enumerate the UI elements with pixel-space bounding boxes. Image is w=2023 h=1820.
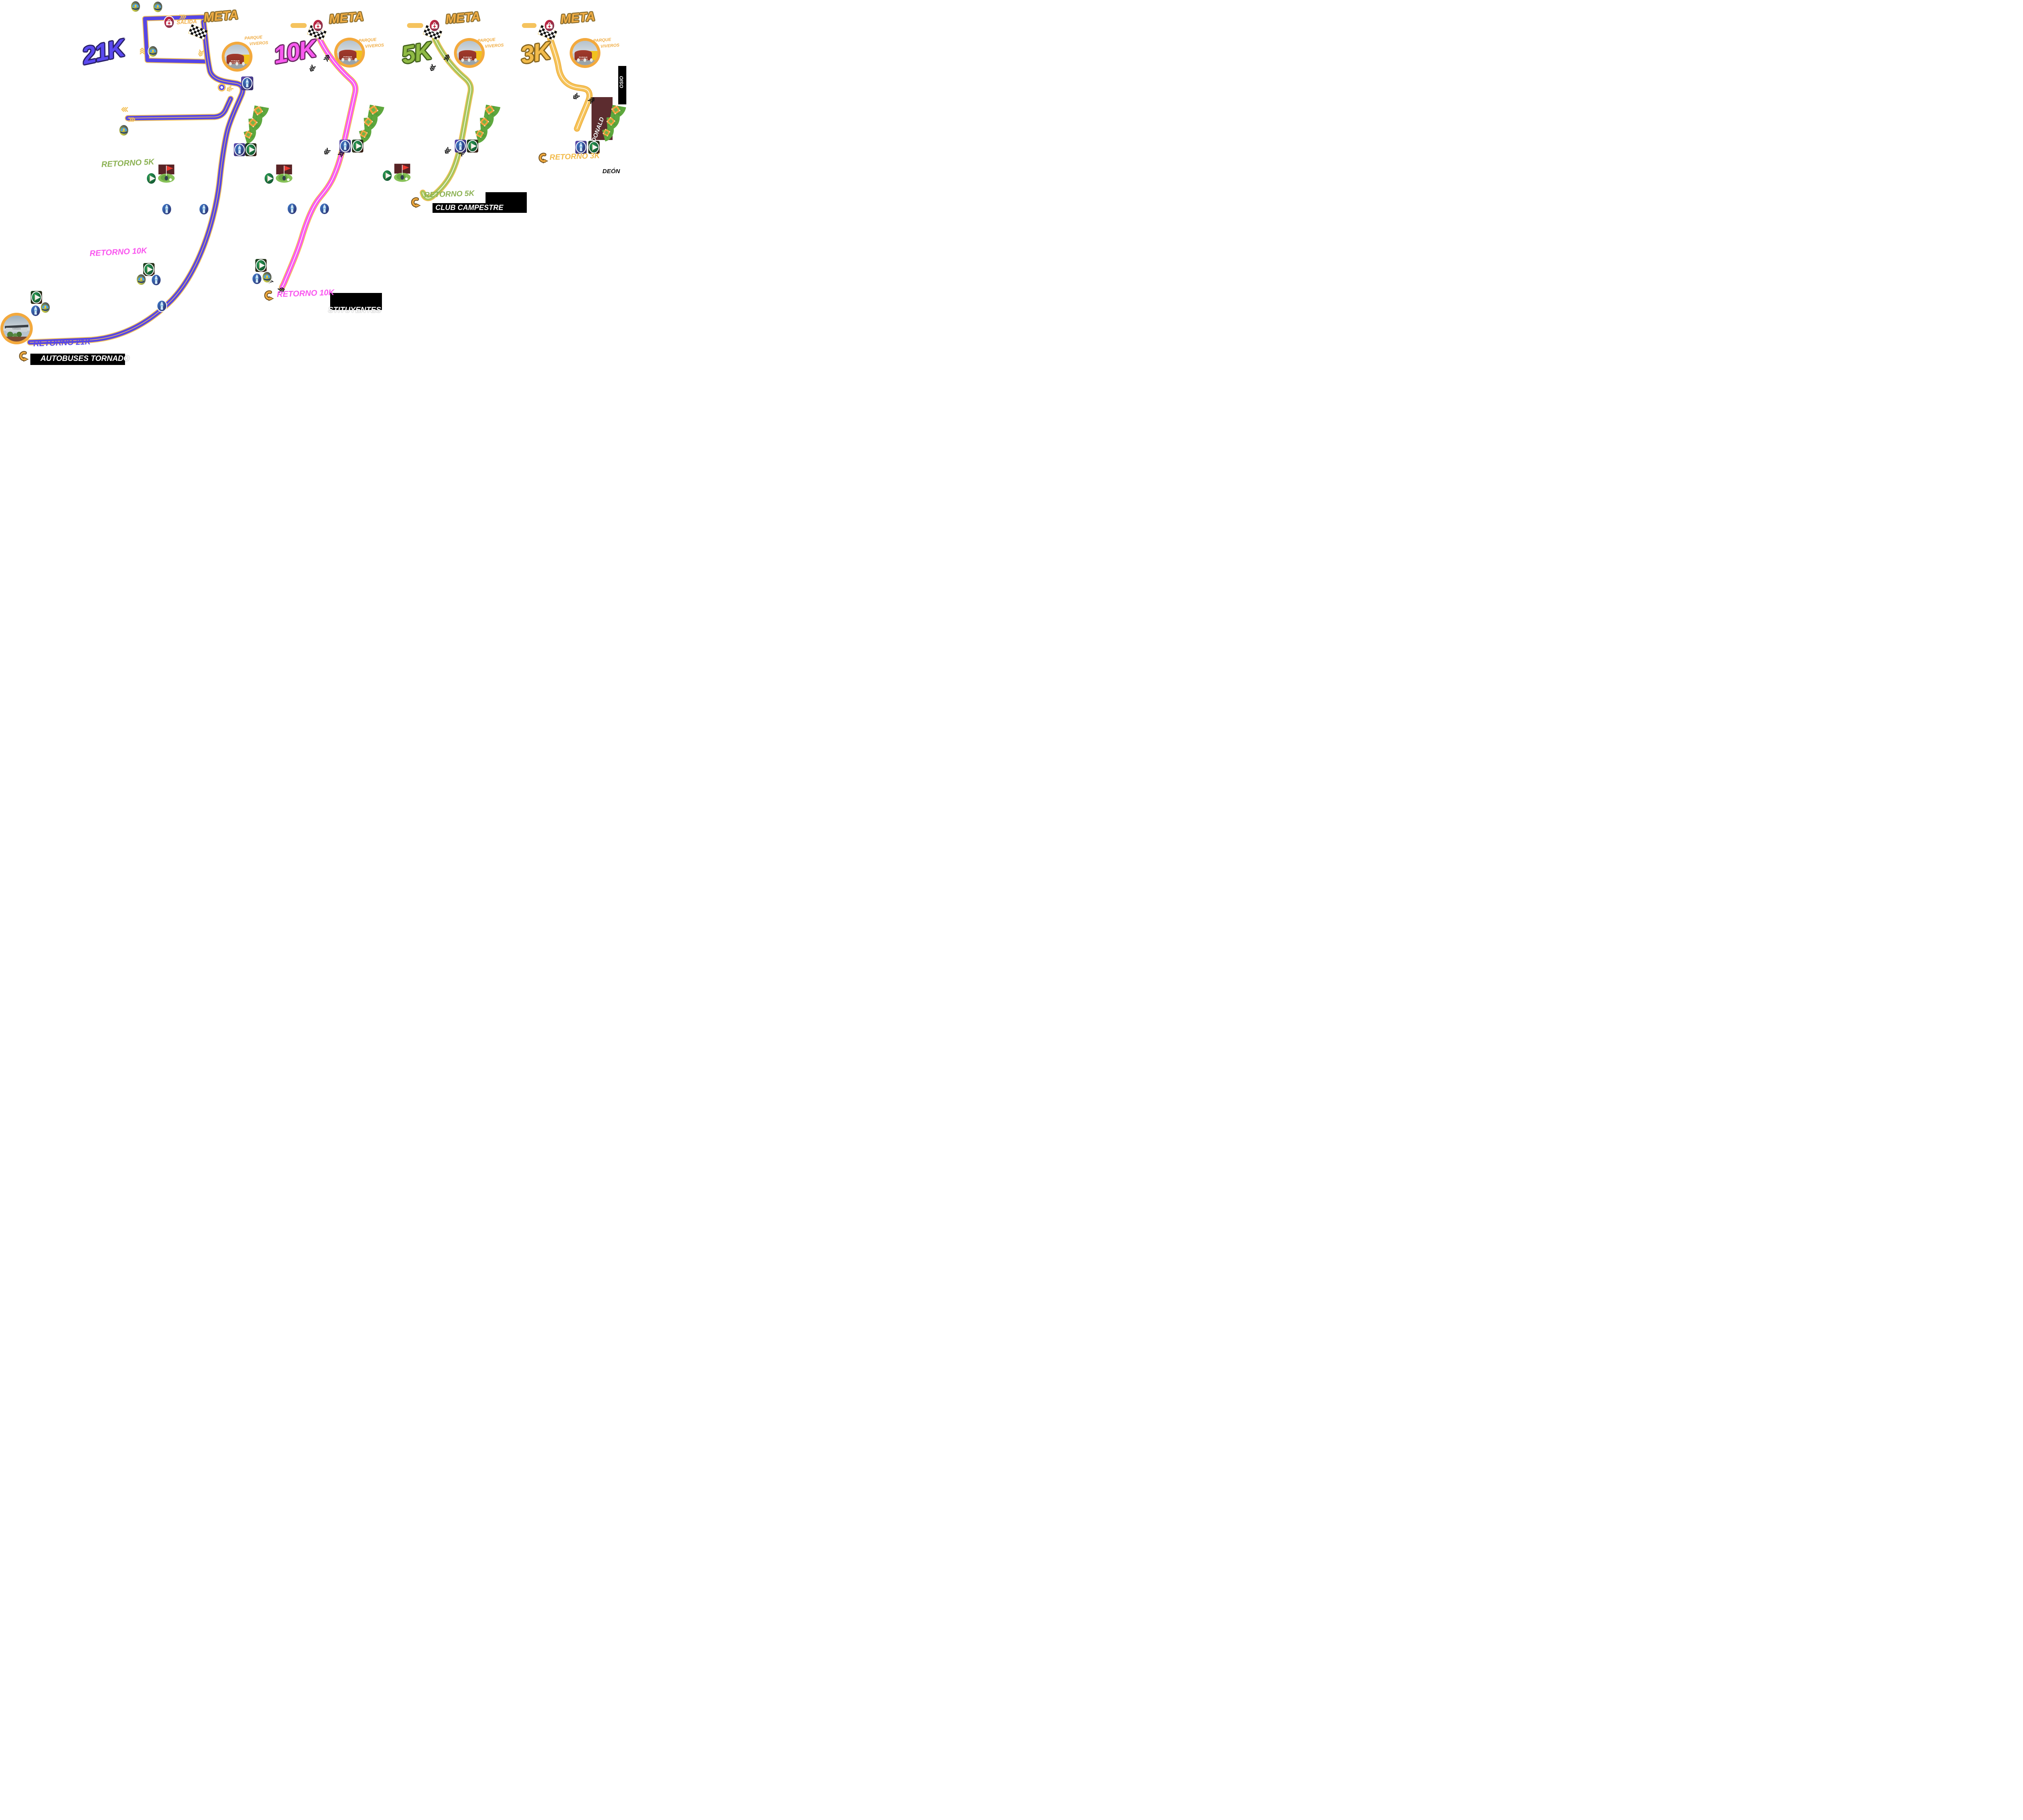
route-map-svg <box>24 14 627 350</box>
parque-viveros-photo-5k: PARQUE VIVEROSCrece soñando... <box>454 38 485 68</box>
water-bottle-icon <box>151 274 161 286</box>
retorno-5k-label: RETORNO 5K <box>424 189 475 199</box>
salida-label: SALIDA <box>176 18 197 25</box>
meta-label-3k: META <box>560 9 596 26</box>
retorno-21k-label: RETORNO 21K <box>33 337 91 348</box>
water-bottle-icon <box>576 141 586 153</box>
route-5k <box>420 36 474 202</box>
golf-course-icon <box>274 165 297 184</box>
start-dash-3k <box>522 23 536 28</box>
golf-course-icon <box>156 165 179 184</box>
u-turn-icon <box>409 196 421 208</box>
u-turn-icon <box>263 289 274 301</box>
baseball-fields-21k <box>242 104 270 145</box>
police-cap-icon <box>153 1 163 13</box>
street-band-campestre-upper <box>486 192 527 204</box>
meta-label-21k: META <box>203 7 239 25</box>
water-bottle-icon <box>30 305 41 317</box>
water-bottle-icon <box>199 203 209 215</box>
water-bottle-icon <box>242 77 252 89</box>
route-3k <box>547 36 593 132</box>
start-dash-10k <box>291 23 307 28</box>
parque-viveros-photo-21k: PARQUE VIVEROSCrece soñando... <box>222 42 252 72</box>
first-aid-icon <box>429 19 440 32</box>
parque-viveros-photo-10k: PARQUE VIVEROSCrece soñando... <box>334 38 365 68</box>
water-bottle-icon <box>234 144 245 156</box>
water-bottle-icon <box>157 300 167 312</box>
water-bottle-icon <box>287 203 297 215</box>
street-band-vertical <box>618 66 626 104</box>
green-flag-icon <box>246 144 256 156</box>
green-flag-icon <box>467 140 478 152</box>
street-band-campestre <box>433 203 527 213</box>
parque-viveros-photo-3k: PARQUE VIVEROSCrece soñando... <box>570 38 600 68</box>
terminal-label: AUTOBUSES TORNADO <box>40 354 129 363</box>
water-bottle-icon <box>161 203 172 215</box>
first-aid-icon <box>544 19 555 32</box>
retorno-3k-label: RETORNO 3K <box>549 151 600 162</box>
street-label-vertical: OSIO <box>619 76 625 89</box>
u-turn-icon <box>537 152 548 164</box>
police-cap-icon <box>262 271 272 283</box>
green-flag-icon <box>352 140 363 152</box>
street-label-fragment: DEÓN <box>602 168 620 175</box>
green-flag-icon <box>256 259 266 272</box>
distance-label-5k: 5K <box>399 37 433 69</box>
direction-chevrons <box>24 14 596 350</box>
water-bottle-icon <box>340 140 350 152</box>
meta-label-10k: META <box>328 9 365 26</box>
meta-label-5k: META <box>445 9 481 26</box>
retorno-10k-label: RETORNO 10K <box>276 288 335 299</box>
autobuses-tornado-photo: TORNADO <box>0 313 33 344</box>
water-bottle-icon <box>319 203 330 215</box>
police-cap-icon <box>119 124 129 136</box>
street-band-constituyentes <box>330 293 382 310</box>
first-aid-icon <box>163 16 175 29</box>
baseball-fields-10k <box>358 103 385 144</box>
route-21k <box>27 14 246 346</box>
u-turn-icon <box>17 350 29 362</box>
green-flag-icon <box>146 172 157 185</box>
street-label-campestre: CLUB CAMPESTRE <box>435 204 504 212</box>
green-flag-icon <box>264 172 274 185</box>
water-bottle-icon <box>455 140 466 152</box>
first-aid-icon <box>312 19 324 32</box>
police-cap-icon <box>148 45 158 57</box>
start-dash-5k <box>407 23 423 28</box>
route-10k <box>279 36 359 291</box>
police-cap-icon <box>130 0 141 13</box>
water-bottle-icon <box>252 273 262 285</box>
green-flag-icon <box>144 263 154 276</box>
green-flag-icon <box>31 291 42 303</box>
distance-label-3k: 3K <box>518 37 552 69</box>
street-band-tornado <box>30 354 125 365</box>
baseball-fields-5k <box>474 103 501 144</box>
golf-course-icon <box>392 164 415 183</box>
race-route-map: PARQUE VIVEROSCrece soñando... PARQUE VI… <box>0 0 634 379</box>
green-flag-icon <box>382 170 392 182</box>
street-label-constituyentes: STITUYENTES <box>328 306 381 314</box>
